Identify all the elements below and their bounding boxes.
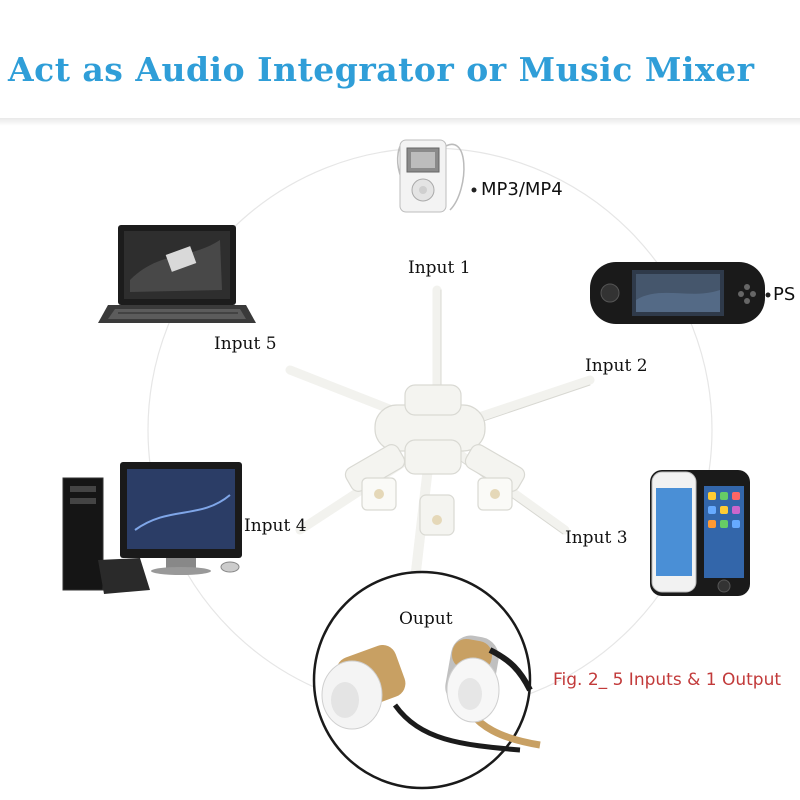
mp3-player-icon bbox=[397, 139, 477, 213]
psp-device-label: PS bbox=[773, 284, 796, 305]
input-1-label: Input 1 bbox=[408, 258, 471, 278]
figure-caption: Fig. 2_ 5 Inputs & 1 Output bbox=[553, 670, 782, 690]
input-3-label: Input 3 bbox=[565, 528, 628, 548]
page-title: Act as Audio Integrator or Music Mixer bbox=[8, 50, 755, 89]
smartphone-icon bbox=[650, 470, 750, 596]
input-4-label: Input 4 bbox=[244, 516, 307, 536]
jack-holes bbox=[374, 489, 500, 525]
title-divider bbox=[0, 118, 800, 126]
input-2-label: Input 2 bbox=[585, 356, 648, 376]
output-label: Ouput bbox=[399, 609, 453, 629]
mp3-device-label: MP3/MP4 bbox=[481, 179, 563, 200]
earphones-icon bbox=[312, 570, 541, 790]
input-5-label: Input 5 bbox=[214, 334, 277, 354]
psp-icon bbox=[590, 262, 771, 324]
desktop-pc-icon bbox=[62, 462, 242, 594]
laptop-icon bbox=[98, 225, 256, 323]
